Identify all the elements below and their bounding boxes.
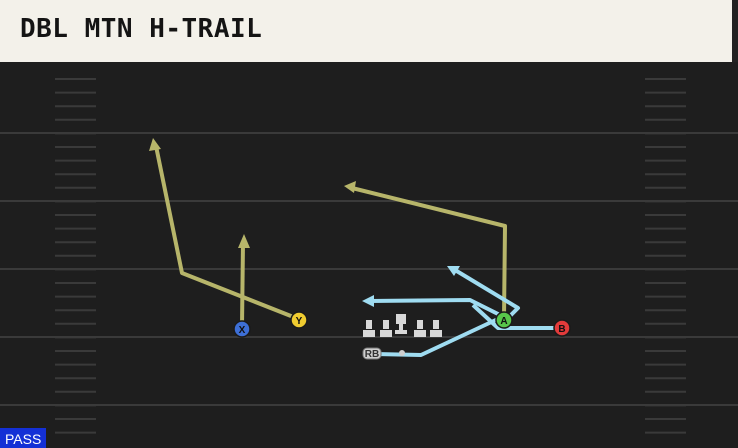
play-title: DBL MTN H-TRAIL — [20, 14, 263, 44]
arrowhead — [344, 181, 356, 193]
route-a-slant — [453, 268, 520, 320]
lineman-lt — [363, 320, 375, 337]
route-flat — [369, 298, 507, 320]
rb-label: RB — [365, 349, 379, 360]
lineman-rt — [430, 320, 442, 337]
x-marker — [233, 320, 251, 338]
y-label: Y — [296, 316, 303, 327]
lineman-rg — [414, 320, 426, 337]
back-routes — [369, 268, 562, 357]
arrowhead — [362, 295, 374, 307]
route-y-post — [154, 145, 297, 320]
qb-marker — [399, 350, 405, 356]
rb-marker — [362, 347, 382, 360]
receiver-arrowheads — [149, 138, 356, 248]
offensive-line — [363, 314, 442, 337]
player-b[interactable]: B — [553, 319, 571, 337]
a-marker — [495, 311, 513, 329]
arrowhead — [238, 234, 250, 248]
center — [395, 314, 407, 334]
hash-marks — [55, 78, 686, 434]
title-bar: DBL MTN H-TRAIL — [0, 0, 738, 62]
route-x-go — [240, 241, 245, 327]
back-arrowheads — [362, 266, 460, 307]
receiver-routes — [154, 145, 507, 327]
y-marker — [290, 311, 308, 329]
play-type-badge: PASS — [0, 428, 47, 448]
b-marker — [553, 319, 571, 337]
a-label: A — [500, 316, 507, 327]
player-rb[interactable]: RB — [362, 347, 382, 360]
player-x[interactable]: X — [233, 320, 251, 338]
arrowhead — [447, 266, 460, 276]
player-a[interactable]: A — [495, 311, 513, 329]
route-a-corner — [351, 186, 507, 319]
route-rb-swing — [371, 316, 501, 357]
arrowhead — [149, 138, 161, 151]
b-label: B — [558, 324, 565, 335]
yard-lines — [0, 132, 738, 406]
x-label: X — [239, 325, 246, 336]
player-y[interactable]: Y — [290, 311, 308, 329]
play-diagram: RB X Y A B — [0, 78, 738, 434]
lineman-lg — [380, 320, 392, 337]
route-b-drag — [471, 303, 562, 330]
play-field[interactable]: RB X Y A B — [0, 62, 738, 448]
